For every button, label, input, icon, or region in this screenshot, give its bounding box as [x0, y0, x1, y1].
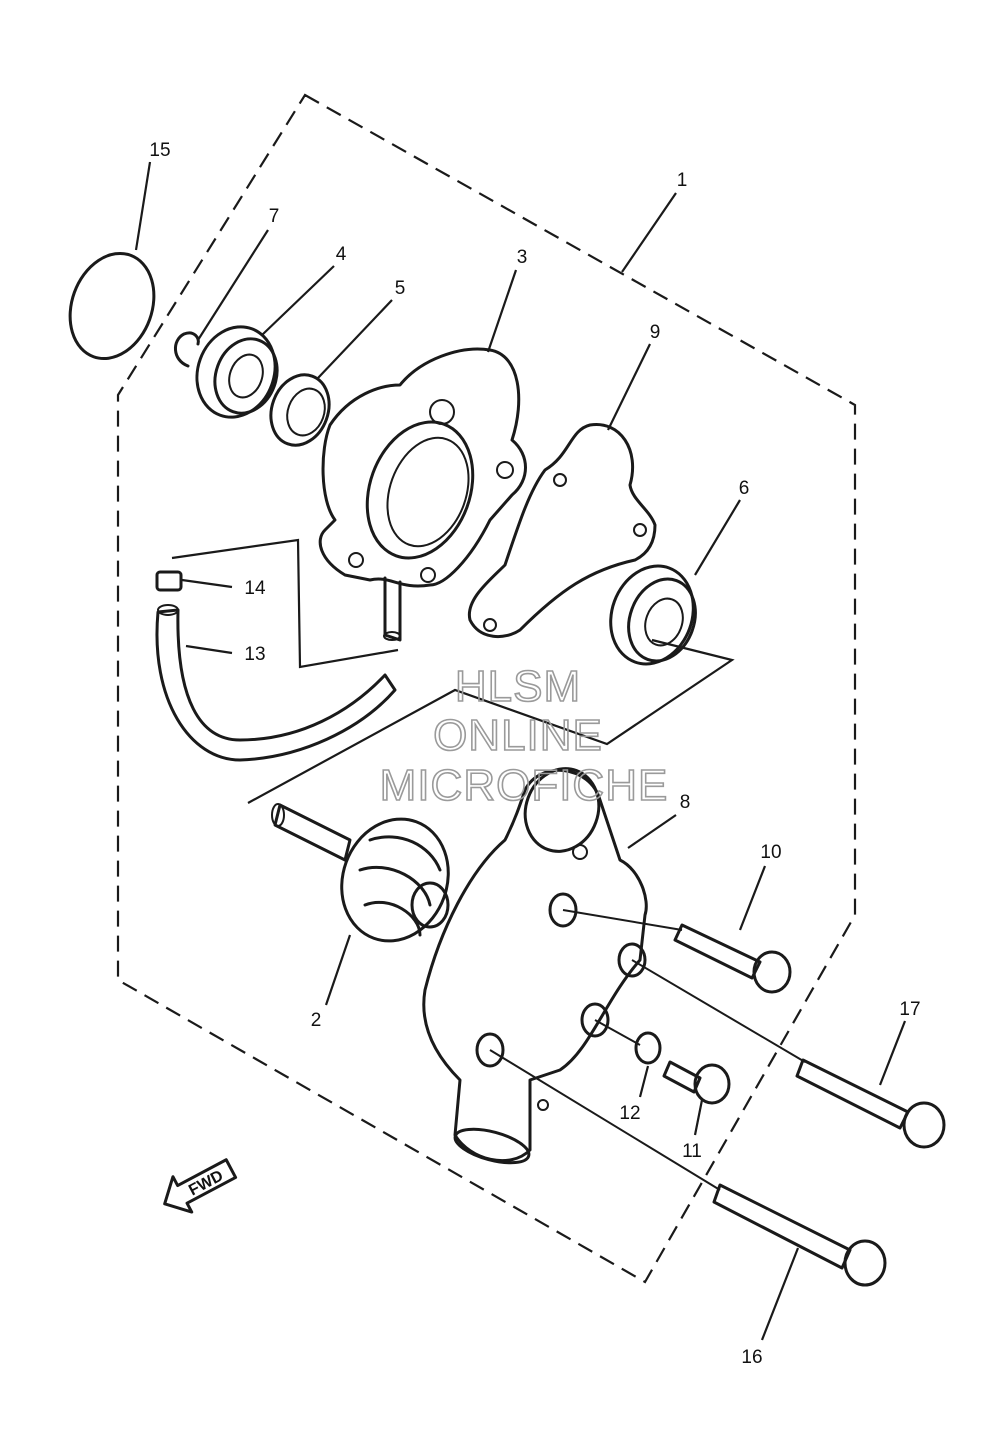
- callout-11: 11: [682, 1141, 702, 1162]
- bolt-part-17: [795, 1058, 946, 1149]
- clip-part-14: [155, 570, 183, 592]
- gasket-part-9: [467, 422, 657, 639]
- callout-15: 15: [149, 140, 170, 161]
- watermark: HLSM ONLINE MICROFICHE: [379, 661, 669, 811]
- bolt-part-11: [662, 1060, 731, 1105]
- bearing-part-6: [609, 564, 697, 666]
- bolt-part-16: [712, 1183, 887, 1287]
- oil-seal-part-5: [269, 373, 331, 447]
- callout-14: 14: [244, 578, 266, 599]
- callout-5: 5: [395, 278, 406, 299]
- hose-part-13: [155, 604, 397, 762]
- o-ring-part-15: [68, 251, 156, 361]
- impeller-shaft-part-2: [271, 803, 450, 943]
- forward-arrow-icon: FWD: [163, 1158, 238, 1214]
- callout-7: 7: [269, 206, 280, 227]
- circlip-part-7: [174, 331, 200, 368]
- callout-3: 3: [517, 247, 528, 268]
- pump-housing-part-8: [422, 767, 648, 1165]
- leader-lines: [134, 161, 907, 1341]
- bearing-part-4: [195, 325, 279, 419]
- callout-12: 12: [619, 1103, 640, 1124]
- callout-10: 10: [760, 842, 781, 863]
- callout-17: 17: [899, 999, 920, 1020]
- callout-8: 8: [680, 792, 691, 813]
- callout-9: 9: [650, 322, 661, 343]
- watermark-line-2: ONLINE: [433, 711, 603, 760]
- washer-part-12: [634, 1031, 662, 1065]
- bolt-part-10: [673, 923, 792, 994]
- watermark-line-3: MICROFICHE: [380, 761, 669, 810]
- callout-1: 1: [677, 170, 688, 191]
- callout-6: 6: [739, 478, 750, 499]
- housing-cover-part-3: [318, 347, 527, 642]
- callout-16: 16: [741, 1347, 762, 1368]
- assembly-boundary: [116, 93, 857, 1284]
- callout-4: 4: [336, 244, 347, 265]
- watermark-line-1: HLSM: [455, 662, 581, 711]
- callout-2: 2: [311, 1010, 322, 1031]
- callout-labels: 15 7 4 5 3 1 9 6 14 13 8 10 2 17 12 11 1…: [149, 140, 920, 1368]
- callout-13: 13: [244, 644, 265, 665]
